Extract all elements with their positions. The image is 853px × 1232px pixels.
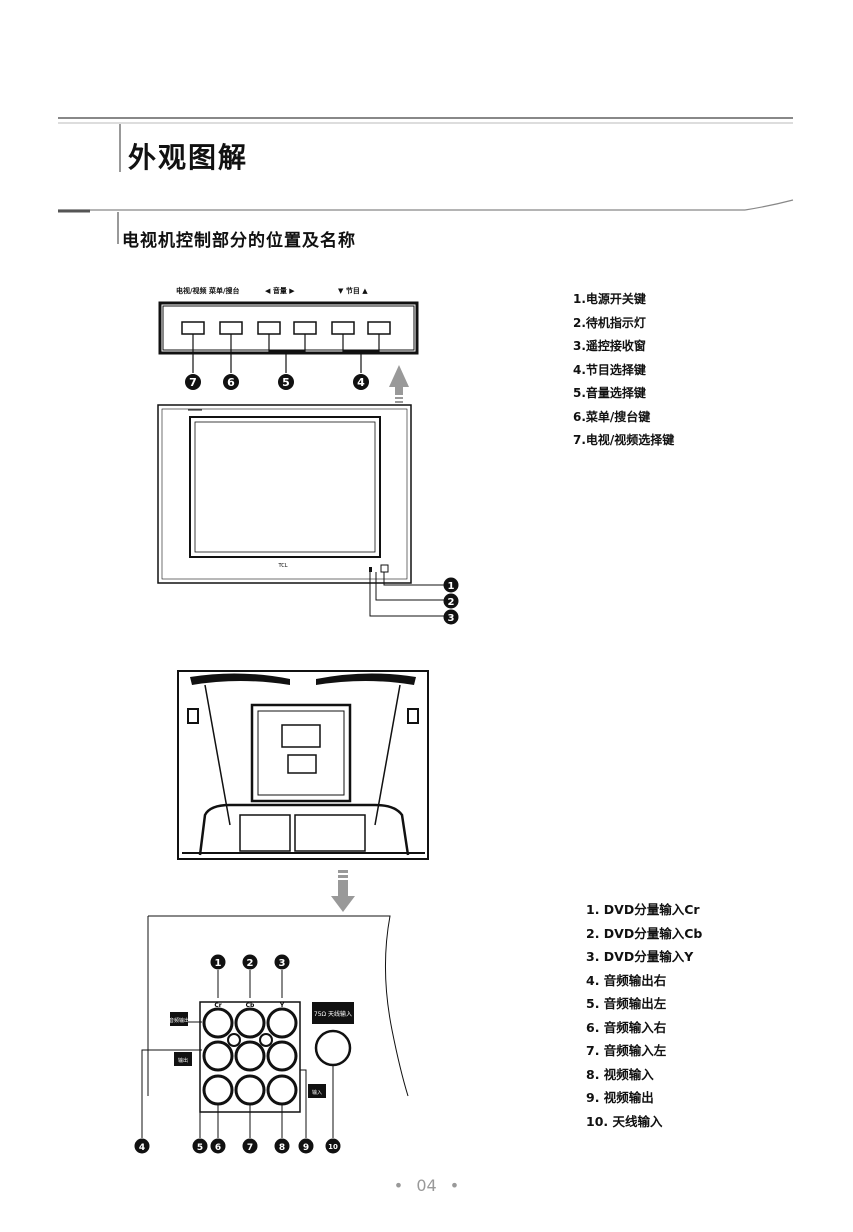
section-subtitle: 电视机控制部分的位置及名称 xyxy=(122,231,356,251)
list-item: 3.遥控接收窗 xyxy=(573,339,646,353)
svg-text:7: 7 xyxy=(247,1143,253,1153)
list-item: 2.待机指示灯 xyxy=(573,315,646,330)
list-item: 5. 音频输出左 xyxy=(586,996,667,1011)
svg-text:10: 10 xyxy=(328,1143,338,1151)
panel-label-program: ▼ 节目 ▲ xyxy=(338,287,368,295)
list-item: 7. 音频输入左 xyxy=(586,1043,667,1058)
page-number-value: 04 xyxy=(416,1176,437,1195)
svg-text:4: 4 xyxy=(357,376,365,389)
jack-label-cb: Cb xyxy=(246,1002,255,1009)
front-diagram: 7 6 5 4 TCL 1 2 3 xyxy=(157,301,459,625)
front-parts-list: 1.电源开关键 2.待机指示灯 3.遥控接收窗 4.节目选择键 5.音量选择键 … xyxy=(573,288,674,453)
page-title: 外观图解 xyxy=(128,141,249,174)
svg-text:1: 1 xyxy=(215,958,222,969)
list-item: 6.菜单/搜台键 xyxy=(573,409,651,424)
svg-text:2: 2 xyxy=(247,958,254,969)
list-item: 6. 音频输入右 xyxy=(586,1019,667,1035)
svg-text:7: 7 xyxy=(189,376,197,389)
list-item: 7.电视/视频选择键 xyxy=(573,433,675,447)
list-item: 3. DVD分量输入Y xyxy=(586,949,694,964)
list-item: 9. 视频输出 xyxy=(586,1090,654,1105)
svg-text:9: 9 xyxy=(303,1143,309,1153)
list-item: 1.电源开关键 xyxy=(573,292,646,306)
svg-text:3: 3 xyxy=(448,613,455,624)
header-decoration xyxy=(58,117,794,244)
tv-logo: TCL xyxy=(277,563,287,569)
list-item: 5.音量选择键 xyxy=(573,386,646,400)
list-item: 10. 天线输入 xyxy=(586,1113,663,1129)
svg-text:1: 1 xyxy=(448,581,455,592)
list-item: 4. 音频输出右 xyxy=(586,972,667,988)
panel-label-volume: ◀ 音量 ▶ xyxy=(265,287,295,295)
page-number: • 04 • xyxy=(0,1176,853,1195)
svg-text:5: 5 xyxy=(282,376,290,389)
page-dot-right: • xyxy=(449,1176,460,1195)
svg-text:6: 6 xyxy=(215,1143,221,1153)
page-dot-left: • xyxy=(393,1176,404,1195)
svg-text:6: 6 xyxy=(227,376,235,389)
jack-panel-diagram: 1 2 3 Cr Cb Y 音频输出 输出 输入 75Ω 天线输入 4 5 6 xyxy=(134,915,409,1154)
list-item: 4.节目选择键 xyxy=(573,362,646,377)
antenna-label: 75Ω 天线输入 xyxy=(314,1010,352,1018)
rear-diagram xyxy=(177,670,429,860)
list-item: 8. 视频输入 xyxy=(586,1066,654,1082)
svg-text:8: 8 xyxy=(279,1143,285,1153)
list-item: 2. DVD分量输入Cb xyxy=(586,925,703,941)
side-label-audio-out: 音频输出 xyxy=(169,1017,189,1024)
jack-label-y: Y xyxy=(279,1002,285,1009)
jack-label-cr: Cr xyxy=(214,1002,221,1009)
svg-text:5: 5 xyxy=(197,1143,203,1153)
rear-parts-list: 1. DVD分量输入Cr 2. DVD分量输入Cb 3. DVD分量输入Y 4.… xyxy=(586,898,702,1133)
svg-text:3: 3 xyxy=(279,958,286,969)
down-arrow-icon xyxy=(331,870,355,912)
svg-text:2: 2 xyxy=(448,597,455,608)
svg-text:4: 4 xyxy=(139,1143,145,1153)
panel-label-tv-menu: 电视/视频 菜单/搜台 xyxy=(176,287,240,295)
side-label-input: 输入 xyxy=(312,1089,322,1096)
list-item: 1. DVD分量输入Cr xyxy=(586,902,700,917)
side-label-output: 输出 xyxy=(178,1057,188,1064)
